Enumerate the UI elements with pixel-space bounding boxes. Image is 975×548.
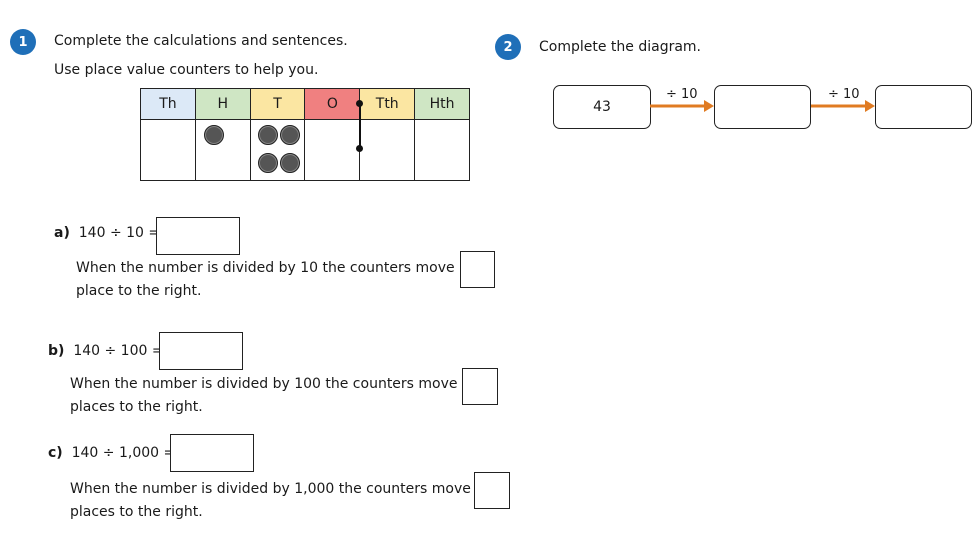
hundred-counter [203,125,224,145]
diagram-arrow-1 [650,100,714,112]
part-c-sentence-start: When the number is divided by 1,000 the … [70,481,471,497]
cell-o [304,119,361,181]
col-header-hth: Hth [414,88,470,120]
part-c-expression: 140 ÷ 1,000 = [71,445,176,461]
part-a-expression: 140 ÷ 10 = [78,225,161,241]
part-b-sentence-start: When the number is divided by 100 the co… [70,376,458,392]
part-a-letter: a) [54,225,70,241]
diagram-arrow-2 [811,100,875,112]
part-c-letter: c) [48,445,63,461]
ten-counter [257,153,278,173]
part-b-expression: 140 ÷ 100 = [73,343,164,359]
col-header-o: O [304,88,361,120]
q2-instruction: Complete the diagram. [539,39,702,55]
part-a-answer-box[interactable] [156,217,240,255]
question-2-badge: 2 [495,34,521,60]
part-a-calc: a) 140 ÷ 10 = [54,225,160,241]
col-header-tth: Tth [359,88,416,120]
part-c-answer-box[interactable] [170,434,254,472]
col-header-h: H [194,88,251,120]
cell-tth [359,119,416,181]
question-1-badge: 1 [10,29,36,55]
diagram-operation-2: ÷ 10 [828,87,860,102]
decimal-point-dot [356,145,363,152]
decimal-point-line [359,104,361,151]
part-c-sentence-end: places to the right. [70,504,203,520]
q1-instruction: Complete the calculations and sentences. [54,33,348,49]
part-c-calc: c) 140 ÷ 1,000 = [48,445,175,461]
diagram-answer-box-2[interactable] [875,85,972,129]
ten-counter [279,153,300,173]
ten-counter [279,125,300,145]
cell-hth [414,119,470,181]
cell-h [194,119,251,181]
diagram-operation-1: ÷ 10 [666,87,698,102]
decimal-point-dot [356,100,363,107]
diagram-start-box: 43 [553,85,651,129]
part-a-sentence-start: When the number is divided by 10 the cou… [76,260,455,276]
place-value-table: Th H T O Tth Hth [140,88,470,181]
q1-hint: Use place value counters to help you. [54,62,319,78]
cell-t [249,119,306,181]
part-b-sentence-box[interactable] [462,368,498,405]
ten-counter [257,125,278,145]
part-b-letter: b) [48,343,65,359]
part-b-sentence-end: places to the right. [70,399,203,415]
diagram-start-value: 43 [593,99,611,115]
part-a-sentence-box[interactable] [460,251,495,288]
part-b-answer-box[interactable] [159,332,243,370]
part-b-calc: b) 140 ÷ 100 = [48,343,164,359]
part-a-sentence-end: place to the right. [76,283,202,299]
cell-th [140,119,196,181]
col-header-t: T [249,88,306,120]
col-header-th: Th [140,88,196,120]
part-c-sentence-box[interactable] [474,472,510,509]
diagram-answer-box-1[interactable] [714,85,811,129]
